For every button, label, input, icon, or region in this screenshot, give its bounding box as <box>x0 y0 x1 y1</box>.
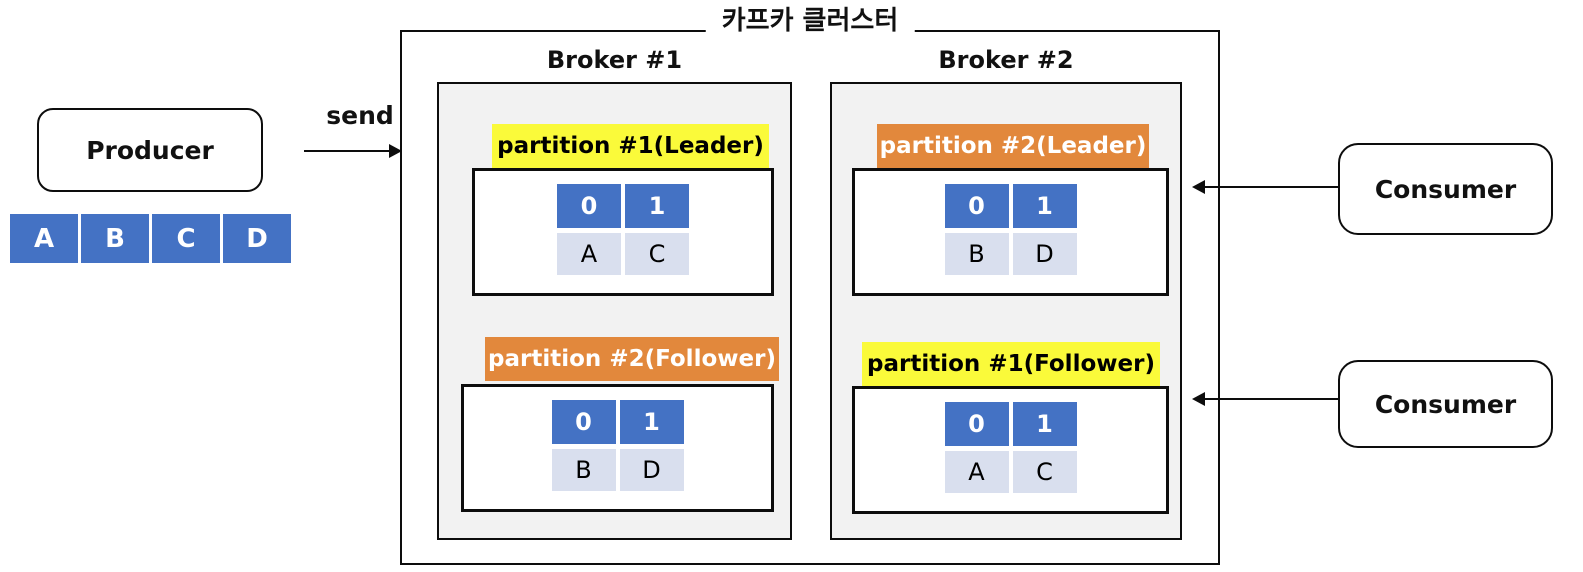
offset-header-row: 0 1 <box>944 402 1077 446</box>
message-cell: A <box>10 214 78 263</box>
partition-table: 0 1 B D <box>855 184 1166 275</box>
broker-2-label: Broker #2 <box>938 46 1074 74</box>
broker1-partition2-box: 0 1 B D <box>461 384 774 512</box>
send-label: send <box>326 101 394 130</box>
consumer1-arrow-line <box>1203 186 1338 188</box>
offset-header-row: 0 1 <box>944 184 1077 228</box>
broker1-partition1-box: 0 1 A C <box>472 168 774 296</box>
offset-cell: 1 <box>1012 184 1077 228</box>
record-cell: D <box>1012 233 1077 275</box>
record-row: A C <box>557 233 689 275</box>
offset-cell: 0 <box>944 184 1009 228</box>
consumer-2-label: Consumer <box>1374 389 1517 419</box>
record-cell: C <box>1012 451 1077 493</box>
offset-header-row: 0 1 <box>557 184 689 228</box>
offset-cell: 1 <box>1012 402 1077 446</box>
offset-cell: 1 <box>625 184 689 228</box>
record-cell: A <box>944 451 1009 493</box>
message-cell: C <box>152 214 220 263</box>
partition-table: 0 1 A C <box>475 184 771 275</box>
record-cell: B <box>551 449 616 491</box>
record-row: B D <box>551 449 684 491</box>
broker-2-box: partition #2(Leader) 0 1 B D partition #… <box>830 82 1182 540</box>
send-arrow-head-icon <box>389 144 402 158</box>
consumer-2-node: Consumer <box>1338 360 1553 448</box>
record-row: A C <box>944 451 1077 493</box>
message-cell: B <box>81 214 149 263</box>
broker1-partition1-leader-label: partition #1(Leader) <box>492 124 769 168</box>
record-cell: A <box>557 233 621 275</box>
consumer-1-node: Consumer <box>1338 143 1553 235</box>
producer-label: Producer <box>86 135 214 165</box>
broker2-partition1-follower-label: partition #1(Follower) <box>862 342 1160 386</box>
broker-1-label: Broker #1 <box>546 46 683 74</box>
consumer1-arrow-head-icon <box>1192 180 1205 194</box>
send-arrow-line <box>304 150 390 152</box>
offset-cell: 1 <box>619 400 684 444</box>
record-cell: B <box>944 233 1009 275</box>
offset-cell: 0 <box>944 402 1009 446</box>
consumer-1-label: Consumer <box>1374 174 1517 204</box>
message-strip: A B C D <box>10 214 291 263</box>
broker2-partition2-box: 0 1 B D <box>852 168 1169 296</box>
producer-node: Producer <box>37 108 263 192</box>
record-row: B D <box>944 233 1077 275</box>
offset-header-row: 0 1 <box>551 400 684 444</box>
message-cell: D <box>223 214 291 263</box>
broker1-partition2-follower-label: partition #2(Follower) <box>485 337 779 381</box>
kafka-cluster-box: 카프카 클러스터 Broker #1 Broker #2 partition #… <box>400 5 1220 565</box>
record-cell: D <box>619 449 684 491</box>
record-cell: C <box>625 233 689 275</box>
consumer2-arrow-line <box>1203 398 1338 400</box>
broker-1-box: partition #1(Leader) 0 1 A C partition #… <box>437 82 792 540</box>
broker2-partition1-box: 0 1 A C <box>852 386 1169 514</box>
consumer2-arrow-head-icon <box>1192 392 1205 406</box>
partition-table: 0 1 B D <box>464 400 771 491</box>
offset-cell: 0 <box>557 184 621 228</box>
kafka-cluster-title: 카프카 클러스터 <box>705 5 915 37</box>
broker2-partition2-leader-label: partition #2(Leader) <box>877 124 1149 168</box>
offset-cell: 0 <box>551 400 616 444</box>
partition-table: 0 1 A C <box>855 402 1166 493</box>
